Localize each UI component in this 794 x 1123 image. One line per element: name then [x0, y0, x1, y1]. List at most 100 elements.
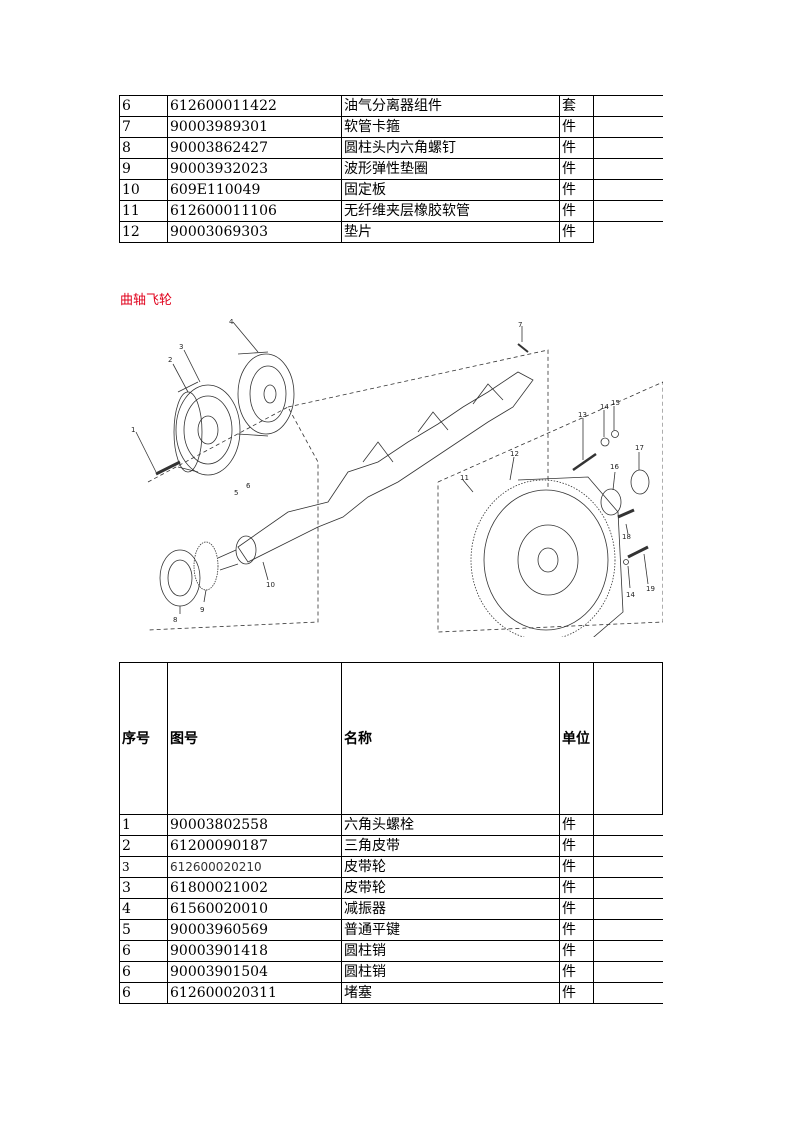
cell-blank	[593, 919, 663, 941]
header-blank	[593, 662, 663, 815]
table-row: 5 90003960569 普通平键 件	[119, 919, 663, 941]
header-name: 名称	[341, 662, 560, 815]
cell-name: 软管卡箍	[341, 116, 560, 138]
cell-no: 2	[119, 835, 168, 857]
callout-label: 8	[173, 616, 177, 624]
cell-no: 3	[119, 877, 168, 899]
cell-unit: 件	[559, 877, 594, 899]
cell-blank	[593, 940, 663, 962]
cell-blank	[593, 898, 663, 920]
cell-code: 61560020010	[167, 898, 342, 920]
table-row: 2 61200090187 三角皮带 件	[119, 835, 663, 857]
cell-unit: 件	[559, 940, 594, 962]
cell-name: 无纤维夹层橡胶软管	[341, 200, 560, 222]
cell-name: 波形弹性垫圈	[341, 158, 560, 180]
cell-unit: 件	[559, 982, 594, 1004]
callout-label: 11	[460, 474, 469, 482]
callout-label: 10	[266, 581, 275, 589]
cell-name: 固定板	[341, 179, 560, 201]
cell-unit: 件	[559, 221, 594, 243]
parts-table-top-body: 6 612600011422 油气分离器组件 套 7 90003989301 软…	[119, 95, 663, 243]
cell-no: 12	[119, 221, 168, 243]
cell-name: 圆柱销	[341, 961, 560, 983]
cell-blank	[593, 179, 663, 201]
cell-name: 圆柱销	[341, 940, 560, 962]
cell-name: 六角头螺栓	[341, 814, 560, 836]
cell-name: 油气分离器组件	[341, 95, 560, 117]
cell-name: 皮带轮	[341, 856, 560, 878]
cell-no: 8	[119, 137, 168, 159]
cell-code: 90003932023	[167, 158, 342, 180]
cell-blank	[593, 158, 663, 180]
callout-label: 15	[611, 399, 620, 407]
cell-no: 9	[119, 158, 168, 180]
callout-label: 12	[510, 450, 519, 458]
callout-label: 5	[234, 489, 238, 497]
callout-label: 3	[179, 343, 183, 351]
table-header-row: 序号 图号 名称 单位	[119, 662, 663, 815]
table-row: 7 90003989301 软管卡箍 件	[119, 116, 663, 138]
callout-label: 19	[646, 585, 655, 593]
table-row: 12 90003069303 垫片 件	[119, 221, 663, 243]
section-title: 曲轴飞轮	[120, 293, 173, 308]
callout-label: 18	[622, 533, 631, 541]
parts-table-top: 6 612600011422 油气分离器组件 套 7 90003989301 软…	[119, 95, 663, 243]
table-row: 3 612600020210 皮带轮 件	[119, 856, 663, 878]
parts-table-bottom-body: 序号 图号 名称 单位 1 90003802558 六角头螺栓 件 2 6120…	[119, 662, 663, 1004]
cell-unit: 件	[559, 856, 594, 878]
table-row: 11 612600011106 无纤维夹层橡胶软管 件	[119, 200, 663, 222]
cell-no: 6	[119, 95, 168, 117]
header-unit: 单位	[559, 662, 594, 815]
cell-name: 垫片	[341, 221, 560, 243]
cell-blank	[593, 814, 663, 836]
header-code: 图号	[167, 662, 342, 815]
table-row: 8 90003862427 圆柱头内六角螺钉 件	[119, 137, 663, 159]
cell-blank	[593, 856, 663, 878]
cell-unit: 件	[559, 137, 594, 159]
callout-label: 2	[168, 356, 172, 364]
cell-code: 90003989301	[167, 116, 342, 138]
cell-code: 90003901504	[167, 961, 342, 983]
cell-blank	[593, 200, 663, 222]
cell-unit: 件	[559, 919, 594, 941]
parts-table-bottom: 序号 图号 名称 单位 1 90003802558 六角头螺栓 件 2 6120…	[119, 662, 663, 1004]
crankshaft-flywheel-diagram: 1 2 3 4 5 6 7 8 9 10 11 12 13 14 15 16 1…	[131, 318, 663, 637]
cell-no: 11	[119, 200, 168, 222]
callout-label: 14	[626, 591, 635, 599]
callout-label: 9	[200, 606, 204, 614]
cell-name: 普通平键	[341, 919, 560, 941]
cell-unit: 件	[559, 814, 594, 836]
cell-name: 圆柱头内六角螺钉	[341, 137, 560, 159]
cell-unit: 件	[559, 179, 594, 201]
cell-code: 612600011106	[167, 200, 342, 222]
cell-code: 90003862427	[167, 137, 342, 159]
cell-blank	[593, 116, 663, 138]
cell-unit: 件	[559, 200, 594, 222]
cell-code: 90003960569	[167, 919, 342, 941]
cell-no: 6	[119, 982, 168, 1004]
cell-code: 609E110049	[167, 179, 342, 201]
callout-label: 4	[229, 318, 234, 326]
table-row: 6 90003901418 圆柱销 件	[119, 940, 663, 962]
diagram-callouts: 1 2 3 4 5 6 7 8 9 10 11 12 13 14 15 16 1…	[131, 318, 655, 624]
cell-blank	[593, 221, 663, 243]
cell-code: 612600011422	[167, 95, 342, 117]
cell-code: 90003069303	[167, 221, 342, 243]
cell-code: 612600020311	[167, 982, 342, 1004]
callout-label: 13	[578, 411, 587, 419]
cell-no: 10	[119, 179, 168, 201]
cell-unit: 件	[559, 961, 594, 983]
cell-unit: 件	[559, 898, 594, 920]
cell-blank	[593, 137, 663, 159]
cell-no: 7	[119, 116, 168, 138]
cell-no: 4	[119, 898, 168, 920]
callout-label: 6	[246, 482, 251, 490]
cell-no: 3	[119, 856, 168, 878]
header-no: 序号	[119, 662, 168, 815]
cell-blank	[593, 961, 663, 983]
cell-unit: 件	[559, 116, 594, 138]
table-row: 4 61560020010 减振器 件	[119, 898, 663, 920]
table-row: 3 61800021002 皮带轮 件	[119, 877, 663, 899]
callout-label: 7	[518, 321, 522, 329]
cell-unit: 套	[559, 95, 594, 117]
